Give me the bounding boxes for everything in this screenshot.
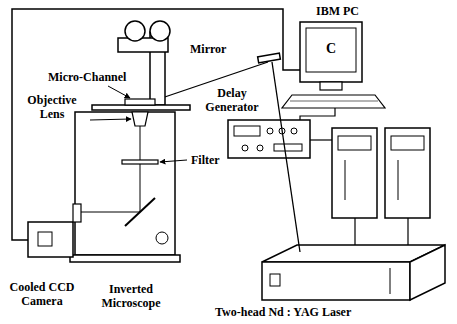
part-label: Micro-Channel bbox=[48, 70, 126, 84]
part-label: Objective Lens bbox=[18, 93, 86, 121]
laser-power-supply-symbol bbox=[332, 128, 430, 218]
delay-generator-symbol bbox=[228, 120, 310, 158]
screen-logo: C bbox=[326, 42, 336, 56]
part-label: Filter bbox=[191, 153, 220, 167]
laser-beam bbox=[150, 62, 268, 102]
mirror-symbol bbox=[258, 53, 281, 63]
camera-symbol bbox=[28, 204, 81, 257]
leader-arrow bbox=[160, 160, 187, 162]
laser-symbol bbox=[262, 245, 445, 300]
signal-cable bbox=[300, 108, 335, 120]
device-label: Delay Generator bbox=[196, 86, 268, 114]
device-label: Cooled CCD Camera bbox=[4, 280, 80, 308]
leader-arrow bbox=[90, 119, 131, 120]
device-label: Two-head Nd : YAG Laser bbox=[215, 305, 415, 319]
signal-cable bbox=[310, 139, 332, 140]
computer-symbol bbox=[282, 22, 385, 108]
leader-arrow bbox=[108, 86, 130, 98]
microscope-symbol bbox=[70, 21, 190, 262]
power-cable bbox=[355, 218, 408, 245]
laser-beam bbox=[272, 62, 300, 252]
part-label: Mirror bbox=[190, 42, 226, 56]
device-label: IBM PC bbox=[316, 4, 359, 18]
device-label: Inverted Microscope bbox=[86, 282, 176, 310]
